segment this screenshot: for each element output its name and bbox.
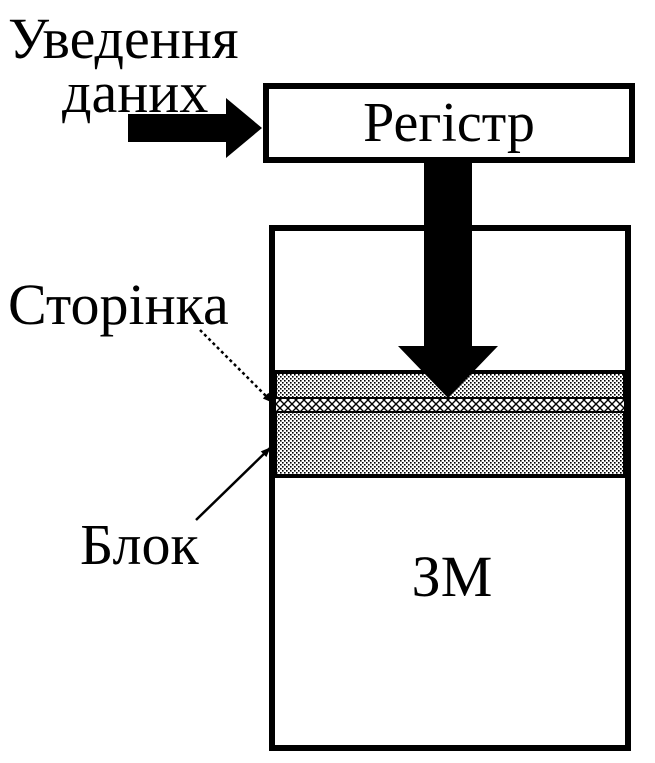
data-input-label-line1: Уведення <box>8 6 239 71</box>
page-pointer-line <box>199 329 273 403</box>
page-stripe <box>274 397 626 413</box>
page-label: Сторінка <box>8 272 229 337</box>
block-label: Блок <box>80 512 199 577</box>
block-pointer-line <box>195 447 271 521</box>
memory-label: ЗМ <box>412 544 493 609</box>
register-label: Регістр <box>363 92 535 154</box>
register-to-memory-arrow <box>398 160 498 398</box>
data-input-arrow <box>128 98 262 158</box>
